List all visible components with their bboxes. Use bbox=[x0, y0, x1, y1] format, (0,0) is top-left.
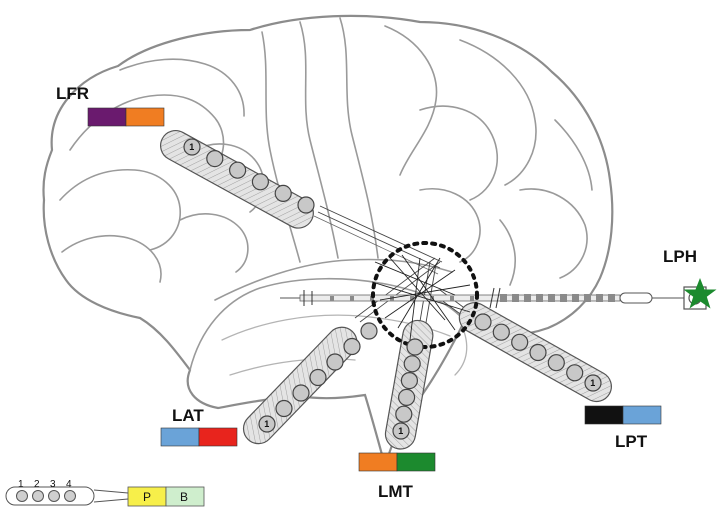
lat-contact-7 bbox=[360, 322, 378, 340]
brain-illustration bbox=[42, 14, 614, 465]
lpt-color-bar-1 bbox=[584, 405, 624, 425]
parietal-gyrus-3 bbox=[459, 39, 537, 186]
lmt-color-bar-1 bbox=[358, 452, 398, 472]
key-number-3: 3 bbox=[50, 479, 56, 490]
lat-contact-1 bbox=[258, 415, 276, 433]
key-contact-2 bbox=[32, 490, 44, 502]
lat-contact-3 bbox=[292, 384, 310, 402]
lph-contacts bbox=[330, 294, 615, 302]
key-contact-1 bbox=[16, 490, 28, 502]
key-contact-3 bbox=[48, 490, 60, 502]
lph-label: LPH bbox=[663, 247, 697, 266]
key-contact-4 bbox=[64, 490, 76, 502]
lfr-contact-4 bbox=[251, 173, 269, 191]
lmt-contact-6 bbox=[406, 338, 424, 356]
electrode-labels: LFR LAT LMT LPT LPH bbox=[56, 84, 697, 501]
lfr-contact-2 bbox=[206, 150, 224, 168]
target-ring bbox=[371, 241, 479, 349]
lmt-contact-5 bbox=[403, 355, 421, 373]
lpt-color-bar-2 bbox=[622, 405, 662, 425]
key-label-p: P bbox=[143, 490, 151, 504]
lfr-color-bar-2 bbox=[125, 107, 165, 127]
lmt-contact-2 bbox=[395, 405, 413, 423]
lmt-contact-number: 1 bbox=[398, 426, 403, 436]
star-icon bbox=[683, 278, 717, 309]
lpt-contact-3 bbox=[547, 354, 565, 372]
lat-contact-5 bbox=[326, 353, 344, 371]
postcentral-gyrus bbox=[339, 17, 379, 259]
lfr-contact-5 bbox=[274, 184, 292, 202]
lpt-contact-number: 1 bbox=[590, 378, 595, 388]
convergence-wires bbox=[371, 254, 471, 341]
electrode-key: 1 2 3 4 P B bbox=[5, 479, 205, 507]
parietal-gyrus-1 bbox=[384, 25, 438, 176]
key-label-b: B bbox=[180, 490, 188, 504]
lfr-contact-3 bbox=[229, 161, 247, 179]
precentral-gyrus bbox=[261, 31, 301, 263]
frontal-gyrus-2 bbox=[59, 168, 181, 251]
lfr-contact-6 bbox=[297, 196, 315, 214]
lph-depth-electrode bbox=[280, 278, 717, 310]
frontal-gyrus-6 bbox=[179, 213, 249, 273]
lpt-contact-1 bbox=[584, 374, 602, 392]
lfr-contact-1 bbox=[183, 138, 201, 156]
sylvian-fissure bbox=[214, 258, 453, 301]
lat-contact-2 bbox=[275, 399, 293, 418]
frontal-gyrus-3 bbox=[61, 234, 162, 283]
parietal-gyrus-4 bbox=[419, 188, 481, 263]
occipital-gyrus-3 bbox=[554, 119, 593, 191]
lat-color-bar-1 bbox=[160, 427, 200, 447]
lat-contact-4 bbox=[309, 368, 327, 387]
frontal-gyrus-4 bbox=[119, 58, 245, 117]
lfr-contact-number: 1 bbox=[189, 142, 194, 152]
lpt-contact-2 bbox=[566, 364, 584, 382]
key-number-1: 1 bbox=[18, 479, 24, 490]
lpt-contact-5 bbox=[511, 333, 529, 351]
lat-label: LAT bbox=[172, 406, 204, 425]
brain-outline bbox=[42, 14, 614, 465]
lat-contact-number: 1 bbox=[264, 419, 269, 429]
central-sulcus bbox=[299, 21, 339, 259]
lfr-label: LFR bbox=[56, 84, 89, 103]
key-box-b bbox=[165, 486, 205, 507]
lpt-contact-4 bbox=[529, 343, 547, 362]
lpt-contact-6 bbox=[492, 323, 510, 341]
lmt-contact-1 bbox=[392, 422, 410, 440]
lmt-label: LMT bbox=[378, 482, 414, 501]
lmt-contact-4 bbox=[400, 372, 418, 390]
lpt-contact-7 bbox=[474, 313, 492, 331]
lpt-label: LPT bbox=[615, 432, 648, 451]
lfr-color-bar-1 bbox=[87, 107, 127, 127]
lmt-contact-3 bbox=[398, 388, 416, 406]
parietal-gyrus-2 bbox=[419, 105, 499, 201]
key-number-4: 4 bbox=[66, 479, 72, 490]
occipital-gyrus-2 bbox=[499, 219, 516, 286]
contacts-layer: 1 1 1 1 bbox=[183, 138, 602, 440]
lat-contact-6 bbox=[343, 337, 361, 356]
key-number-2: 2 bbox=[34, 479, 40, 490]
lmt-color-bar-2 bbox=[396, 452, 436, 472]
occipital-gyrus-1 bbox=[519, 188, 588, 279]
lat-color-bar-2 bbox=[198, 427, 238, 447]
lph-connector bbox=[619, 292, 653, 304]
